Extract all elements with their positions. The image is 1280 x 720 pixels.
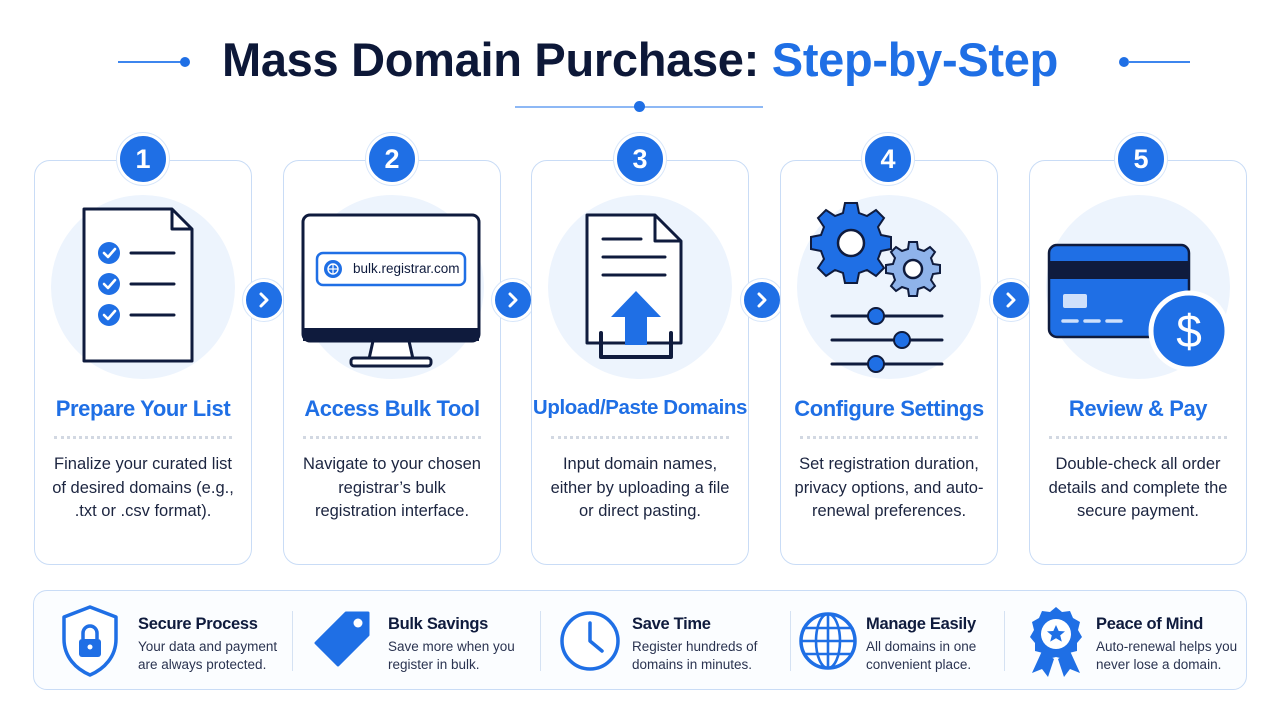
benefit-manage-easily: Manage Easily All domains in one conveni… <box>794 591 1024 691</box>
step-3-description: Input domain names, either by uploading … <box>550 455 730 520</box>
benefit-save-time: Save Time Register hundreds of domains i… <box>556 591 786 691</box>
title-area: Mass Domain Purchase: Step-by-Step <box>0 30 1280 100</box>
benefits-bar: Secure Process Your data and payment are… <box>33 590 1247 690</box>
benefit-4-title: Manage Easily <box>866 615 976 633</box>
step-1-title: Prepare Your List <box>55 396 231 421</box>
benefit-separator <box>790 611 791 671</box>
title-underline-dot <box>634 101 645 112</box>
page-title-main: Mass Domain Purchase: <box>221 33 759 86</box>
benefit-separator <box>292 611 293 671</box>
step-4-description: Set registration duration, privacy optio… <box>794 455 984 520</box>
step-arrow-3-4 <box>741 279 783 321</box>
benefit-2-description: Save more when you register in bulk. <box>388 639 515 672</box>
title-decor-line-left <box>118 61 182 63</box>
benefit-bulk-savings: Bulk Savings Save more when you register… <box>308 591 538 691</box>
upload-file-icon <box>531 195 749 385</box>
step-5-description: Double-check all order details and compl… <box>1048 455 1228 520</box>
page-title: Mass Domain Purchase: Step-by-Step <box>0 32 1280 87</box>
step-3-title: Upload/Paste Domains <box>532 396 748 419</box>
clock-icon <box>560 611 620 671</box>
step-5-title: Review & Pay <box>1068 396 1208 421</box>
benefit-1-description: Your data and payment are always protect… <box>138 639 278 672</box>
checklist-document-icon <box>34 195 252 385</box>
svg-text:$: $ <box>1176 305 1202 357</box>
step-arrow-2-3 <box>492 279 534 321</box>
step-4-divider <box>800 436 978 439</box>
chevron-right-icon <box>757 292 767 308</box>
chevron-right-icon <box>508 292 518 308</box>
step-5-number-badge: 5 <box>1115 133 1167 185</box>
url-bar-text: bulk.registrar.com <box>353 261 460 276</box>
benefit-separator <box>540 611 541 671</box>
step-1-number-badge: 1 <box>117 133 169 185</box>
step-arrow-4-5 <box>990 279 1032 321</box>
step-3-divider <box>551 436 729 439</box>
benefit-3-description: Register hundreds of domains in minutes. <box>632 639 758 672</box>
award-badge-icon <box>1030 607 1082 677</box>
step-5-divider <box>1049 436 1227 439</box>
step-arrow-1-2 <box>243 279 285 321</box>
title-decor-line-right <box>1128 61 1190 63</box>
chevron-right-icon <box>259 292 269 308</box>
price-tag-icon <box>314 611 370 667</box>
step-1-divider <box>54 436 232 439</box>
gears-sliders-icon <box>780 195 998 385</box>
step-2-divider <box>303 436 481 439</box>
benefit-5-title: Peace of Mind <box>1096 615 1204 633</box>
benefit-secure-process: Secure Process Your data and payment are… <box>56 591 286 691</box>
benefit-separator <box>1004 611 1005 671</box>
step-2-description: Navigate to your chosen registrar’s bulk… <box>303 455 481 520</box>
globe-icon <box>799 612 857 670</box>
title-decor-dot-right <box>1119 57 1129 67</box>
benefit-4-description: All domains in one convenient place. <box>866 639 977 672</box>
step-4-number-badge: 4 <box>862 133 914 185</box>
step-3-number-badge: 3 <box>614 133 666 185</box>
step-2-number-badge: 2 <box>366 133 418 185</box>
step-2-title: Access Bulk Tool <box>304 396 480 421</box>
benefit-3-title: Save Time <box>632 615 711 633</box>
credit-card-dollar-icon: $ <box>1029 195 1247 385</box>
chevron-right-icon <box>1006 292 1016 308</box>
shield-lock-icon <box>62 605 118 677</box>
benefit-peace-of-mind: Peace of Mind Auto-renewal helps you nev… <box>1022 591 1246 691</box>
benefit-5-description: Auto-renewal helps you never lose a doma… <box>1096 639 1238 672</box>
page-title-accent: Step-by-Step <box>771 33 1059 86</box>
step-4-title: Configure Settings <box>794 396 984 421</box>
monitor-icon: bulk.registrar.com <box>283 195 501 385</box>
step-1-description: Finalize your curated list of desired do… <box>52 455 234 520</box>
benefit-1-title: Secure Process <box>138 615 258 633</box>
title-decor-dot-left <box>180 57 190 67</box>
benefit-2-title: Bulk Savings <box>388 615 489 633</box>
